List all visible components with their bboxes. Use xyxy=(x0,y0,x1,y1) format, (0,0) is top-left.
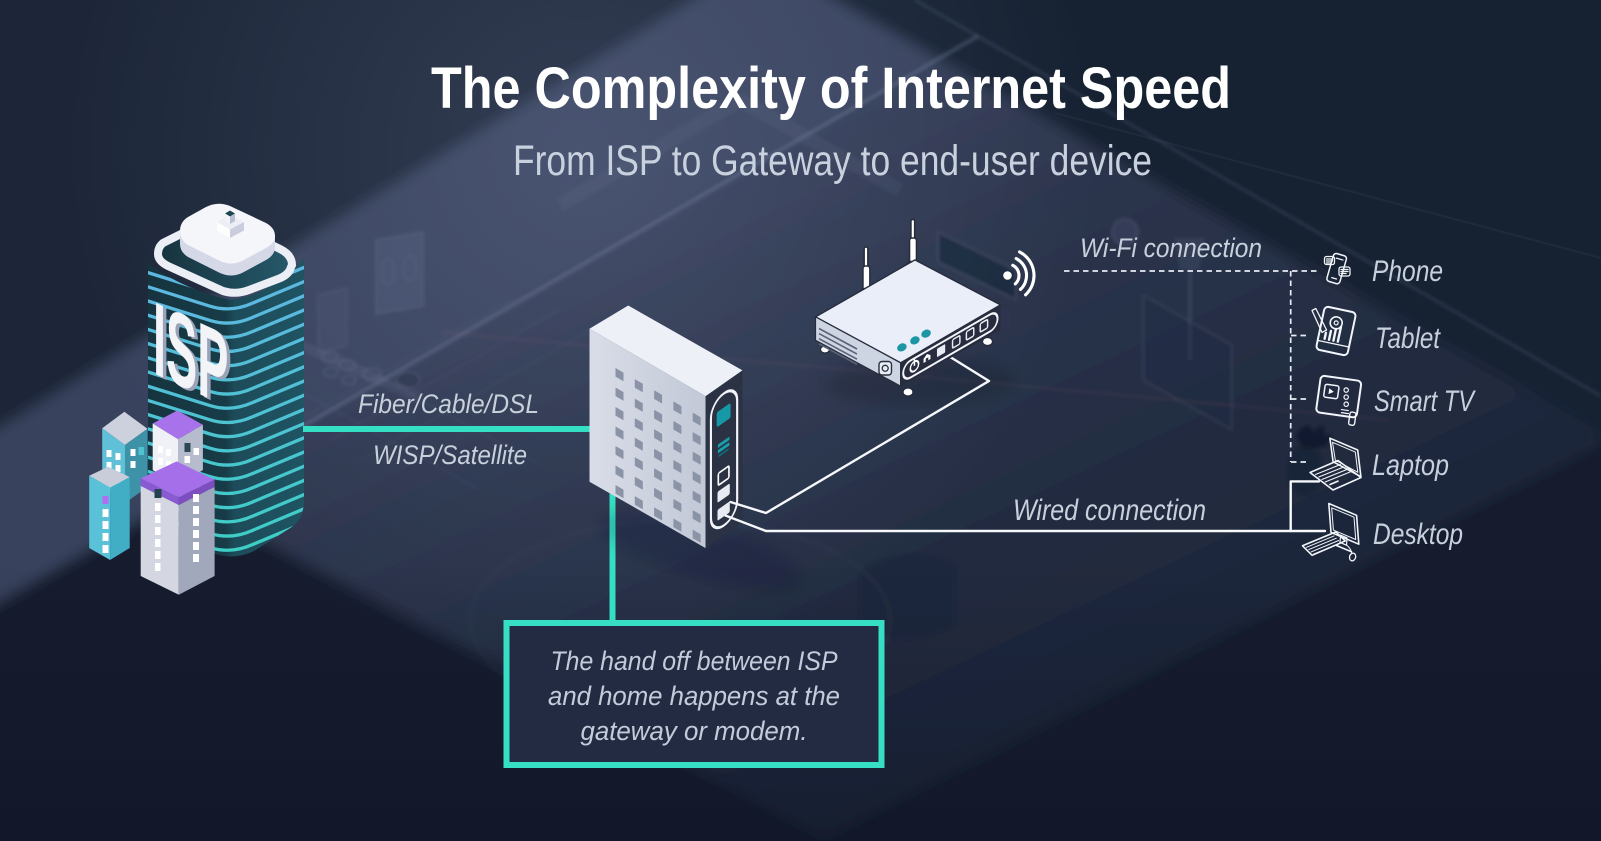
svg-text:WISP/Satellite: WISP/Satellite xyxy=(373,440,527,470)
svg-text:Laptop: Laptop xyxy=(1372,449,1449,482)
svg-text:gateway or modem.: gateway or modem. xyxy=(581,716,808,746)
svg-text:The Complexity of Internet Spe: The Complexity of Internet Speed xyxy=(431,56,1231,121)
svg-text:Desktop: Desktop xyxy=(1373,518,1463,551)
svg-text:Wi-Fi connection: Wi-Fi connection xyxy=(1080,233,1262,263)
svg-text:From ISP to Gateway to end-use: From ISP to Gateway to end-user device xyxy=(513,137,1152,185)
svg-text:Fiber/Cable/DSL: Fiber/Cable/DSL xyxy=(358,389,539,419)
svg-text:Phone: Phone xyxy=(1372,255,1443,288)
svg-text:Tablet: Tablet xyxy=(1375,322,1441,355)
svg-text:Wired connection: Wired connection xyxy=(1013,494,1206,527)
svg-text:Smart TV: Smart TV xyxy=(1374,385,1476,418)
svg-text:The hand off between ISP: The hand off between ISP xyxy=(551,646,838,676)
svg-text:and home happens at the: and home happens at the xyxy=(548,681,840,711)
